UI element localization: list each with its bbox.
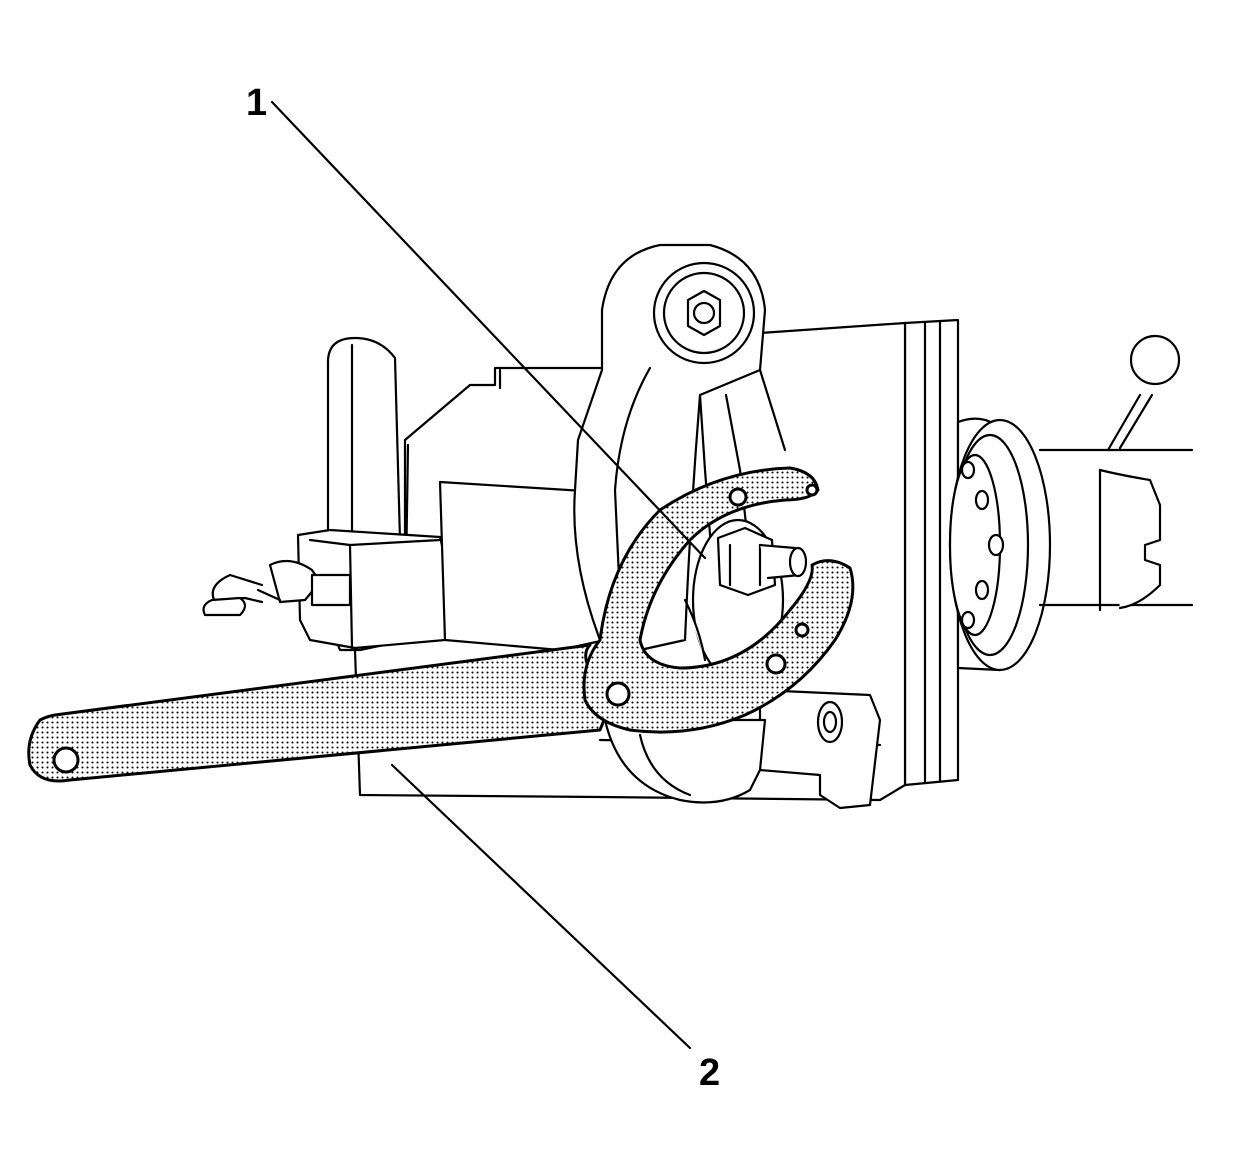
wing-nut: [202, 559, 352, 617]
callout-1-label: 1: [246, 82, 268, 124]
spanner-wrench: [27, 466, 855, 783]
lower-bracket: [603, 688, 882, 810]
input-flange: [948, 417, 1052, 672]
leader-line-2: [390, 763, 692, 1050]
callout-2-label: 2: [699, 1052, 721, 1094]
leader-line-1: [270, 100, 707, 560]
pitman-arm: [573, 243, 787, 652]
input-shaft: [1038, 334, 1194, 612]
